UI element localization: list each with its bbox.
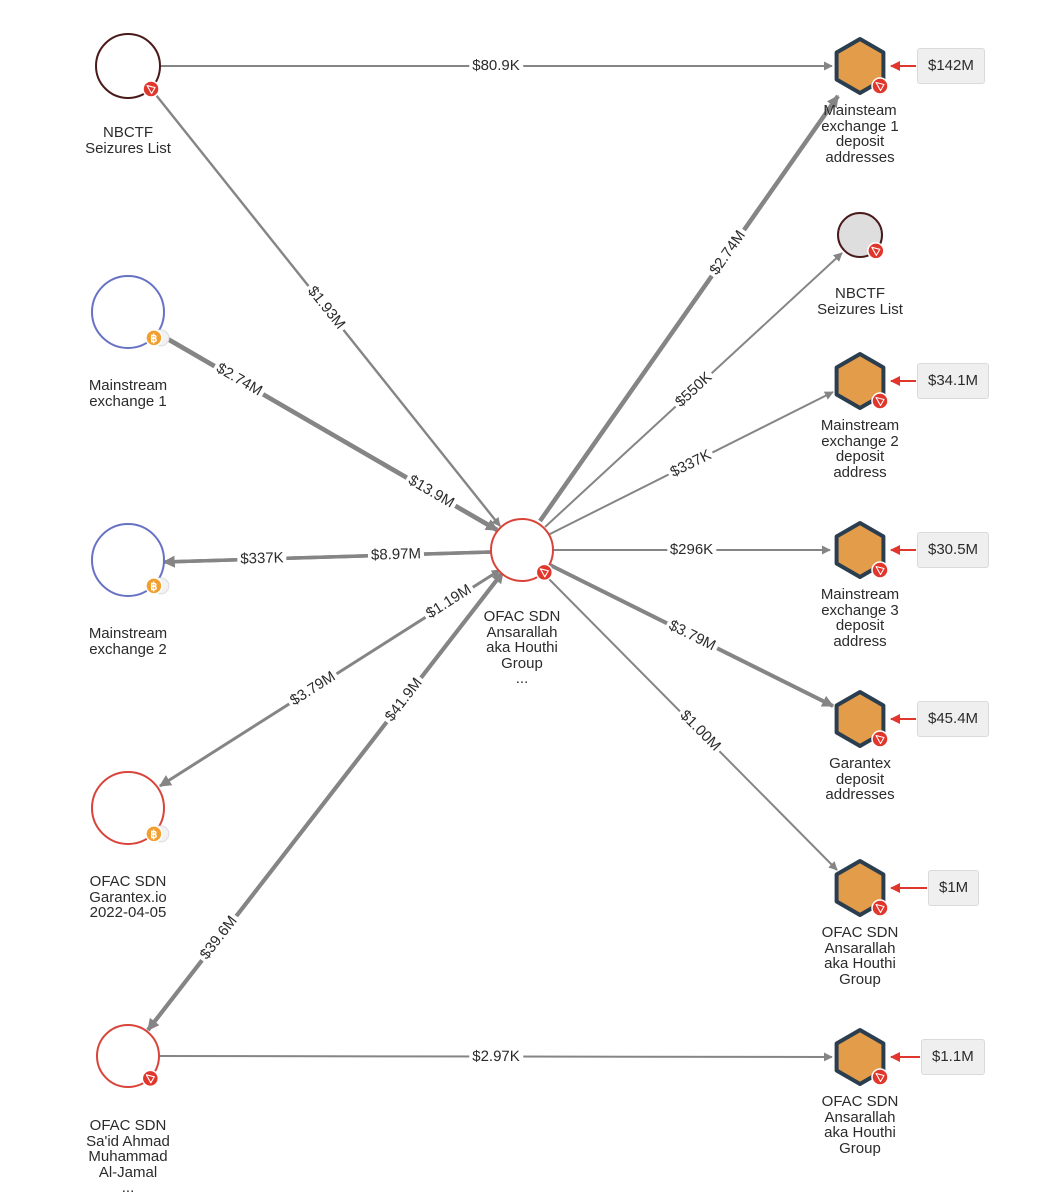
node-src_jamal[interactable] xyxy=(96,1024,160,1088)
tron-badge-icon xyxy=(871,392,889,410)
node-src_me1[interactable]: ฿ xyxy=(91,275,170,349)
tron-badge-icon xyxy=(535,563,554,582)
tron-badge-icon xyxy=(867,242,885,260)
bitcoin-badge-icon: ฿ xyxy=(145,329,170,347)
node-circle[interactable] xyxy=(91,771,165,845)
node-hexagon[interactable] xyxy=(834,690,886,748)
edge-center-to-dst_nbctf[interactable] xyxy=(544,252,843,528)
bitcoin-badge-icon: ฿ xyxy=(145,825,170,843)
bitcoin-badge-icon: ฿ xyxy=(145,577,170,595)
node-circle[interactable] xyxy=(91,275,165,349)
edge-center-to-src_garantex[interactable] xyxy=(158,568,501,788)
node-dst_houthi2[interactable] xyxy=(834,1028,889,1086)
node-dst_me2[interactable] xyxy=(834,352,889,410)
node-circle[interactable] xyxy=(91,523,165,597)
edge-center-to-src_jamal[interactable] xyxy=(146,570,505,1032)
node-src_nbctf[interactable] xyxy=(95,33,161,99)
edge-src_jamal-to-dst_houthi2[interactable] xyxy=(159,1052,833,1062)
tron-badge-icon xyxy=(141,1069,160,1088)
node-hexagon[interactable] xyxy=(834,1028,886,1086)
node-dst_houthi1[interactable] xyxy=(834,859,889,917)
svg-text:฿: ฿ xyxy=(150,333,157,345)
tron-badge-icon xyxy=(871,730,889,748)
edge-center-to-dst_me2[interactable] xyxy=(547,391,834,536)
edge-src_me2-to-center[interactable] xyxy=(162,550,492,568)
node-hexagon[interactable] xyxy=(834,521,886,579)
edge-src_nbctf-to-center[interactable] xyxy=(151,89,501,527)
svg-text:฿: ฿ xyxy=(150,581,157,593)
node-dst_garantex[interactable] xyxy=(834,690,889,748)
tron-badge-icon xyxy=(871,899,889,917)
node-center[interactable] xyxy=(490,518,554,582)
node-circle[interactable] xyxy=(490,518,554,582)
tron-badge-icon xyxy=(871,77,889,95)
node-src_me2[interactable]: ฿ xyxy=(91,523,170,597)
node-dst_me3[interactable] xyxy=(834,521,889,579)
node-circle[interactable] xyxy=(95,33,161,99)
svg-text:฿: ฿ xyxy=(150,829,157,841)
node-hexagon[interactable] xyxy=(834,352,886,410)
edge-center-to-dst_me1[interactable] xyxy=(538,94,840,523)
edge-center-to-dst_houthi1[interactable] xyxy=(544,574,838,871)
edge-src_me1-to-center[interactable] xyxy=(164,336,499,532)
node-dst_me1[interactable] xyxy=(834,37,889,95)
node-hexagon[interactable] xyxy=(834,37,886,95)
node-dst_nbctf[interactable] xyxy=(837,212,885,260)
tron-badge-icon xyxy=(871,561,889,579)
tron-badge-icon xyxy=(871,1068,889,1086)
tron-badge-icon xyxy=(142,80,160,98)
node-hexagon[interactable] xyxy=(834,859,886,917)
nodes-layer: ฿฿฿ xyxy=(91,33,889,1088)
node-circle[interactable] xyxy=(96,1024,160,1088)
node-src_garantex[interactable]: ฿ xyxy=(91,771,170,845)
edge-center-to-dst_garantex[interactable] xyxy=(549,563,835,708)
